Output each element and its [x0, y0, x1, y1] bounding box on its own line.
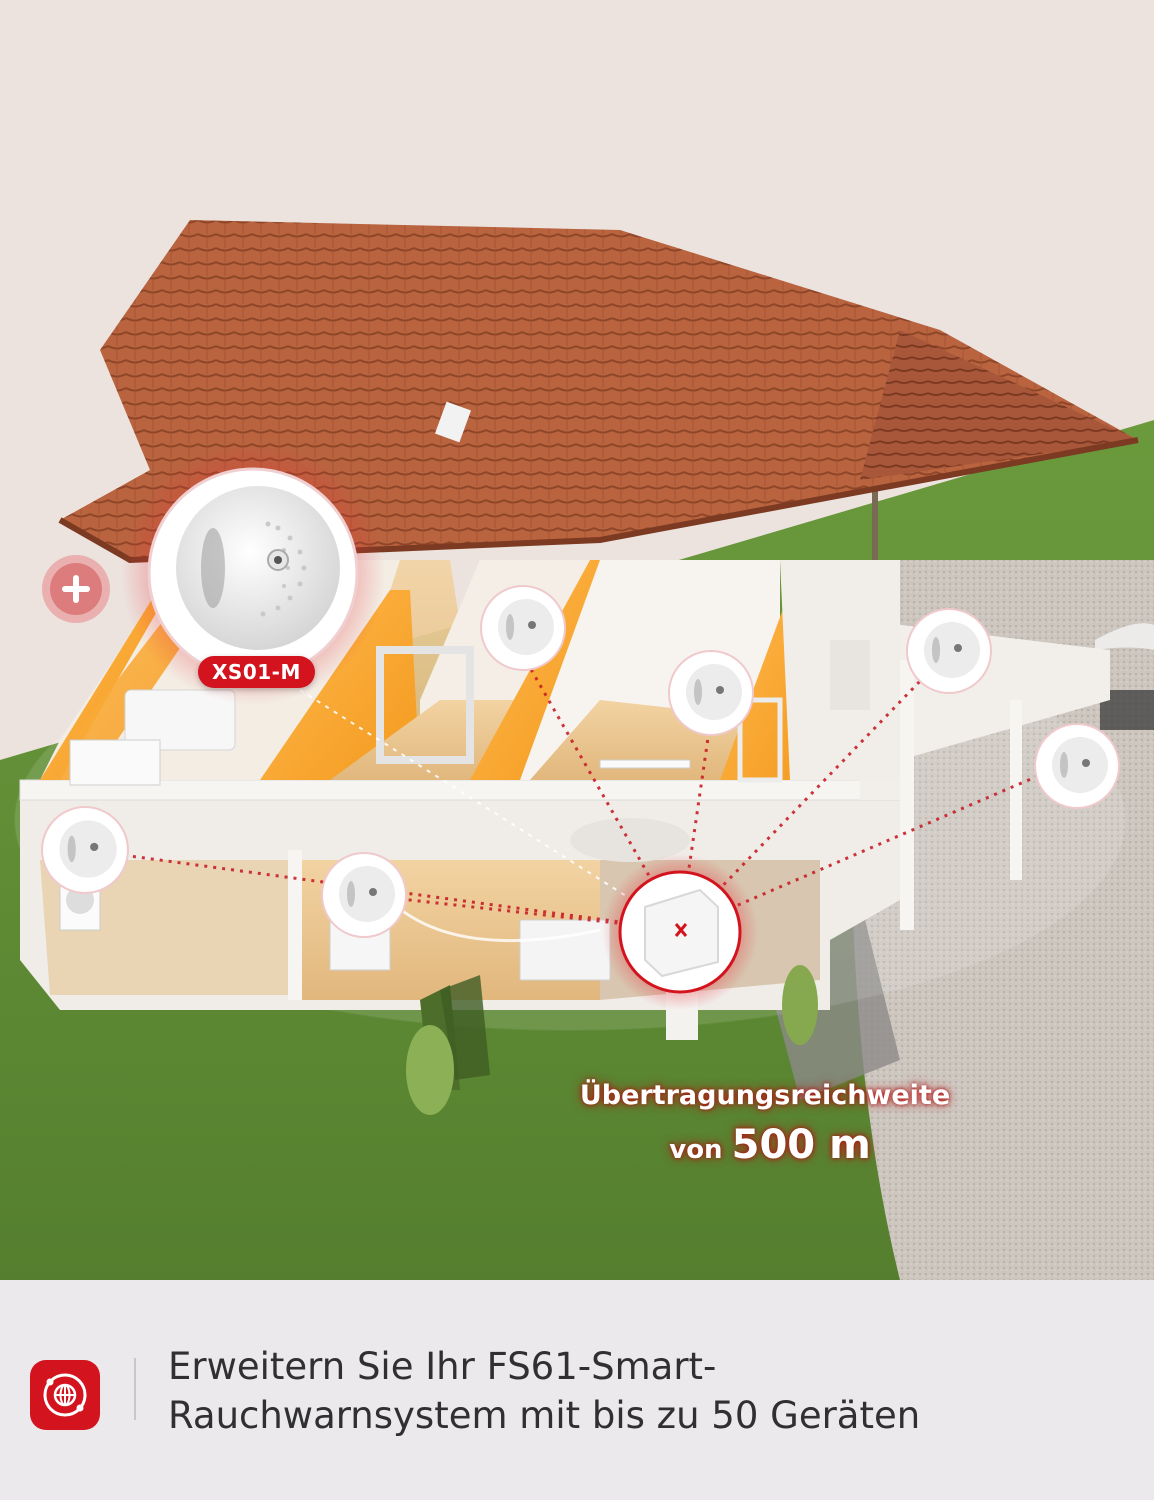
range-prefix: von [669, 1135, 723, 1165]
hero-illustration: XS01-M Übertragungsreichweite von 500 m [0, 220, 1154, 1280]
base-station-icon [602, 854, 758, 1010]
caption-divider [134, 1358, 136, 1420]
caption-bar [0, 1280, 1154, 1500]
globe-network-icon [30, 1360, 100, 1430]
smoke-detector-icon [1034, 723, 1120, 809]
caption-line-1: Erweitern Sie Ihr FS61-Smart- [168, 1345, 717, 1388]
smoke-detector-icon [906, 608, 992, 694]
smoke-detector-icon [41, 806, 129, 894]
range-distance: 500 m [731, 1122, 871, 1168]
smoke-detector-icon [321, 852, 407, 938]
caption-heading: Erweitern Sie Ihr FS61-Smart- Rauchwarns… [168, 1342, 1148, 1440]
plus-icon [42, 555, 110, 623]
smoke-detector-icon [668, 650, 754, 736]
smoke-detector-icon [480, 585, 566, 671]
range-label: Übertragungsreichweite [579, 1080, 951, 1111]
featured-smoke-detector-icon [121, 441, 385, 705]
range-value: von 500 m [560, 1122, 980, 1168]
house-cutaway-illustration [0, 220, 1154, 1280]
caption-line-2: Rauchwarnsystem mit bis zu 50 Geräten [168, 1394, 921, 1437]
product-model-badge: XS01-M [198, 656, 315, 688]
